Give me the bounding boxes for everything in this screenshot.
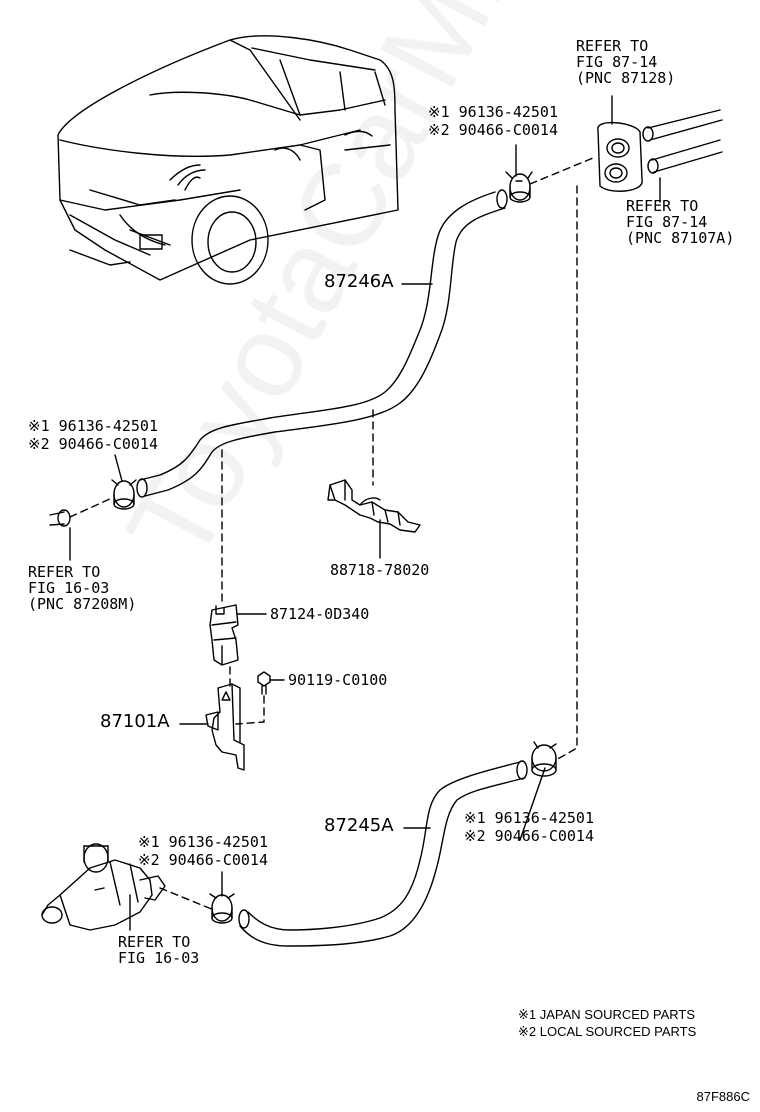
clamp-top-local-part[interactable]: ※2 90466-C0014 (428, 121, 558, 139)
part-87101a[interactable]: 87101A (100, 711, 170, 732)
refer-fig-87-14-pnc-87128[interactable]: REFER TO FIG 87-14 (PNC 87128) (576, 37, 676, 87)
part-87124-0d340[interactable]: 87124-0D340 (270, 605, 370, 623)
clamp-bracket-88718 (327, 479, 421, 533)
refer-fig-87-14-pnc-87107a[interactable]: REFER TO FIG 87-14 (PNC 87107A) (626, 197, 735, 247)
heater-pipes (642, 109, 723, 174)
bolt-90119 (257, 671, 271, 695)
clamp-bottom-local-part[interactable]: ※2 90466-C0014 (138, 851, 268, 869)
part-90119-c0100[interactable]: 90119-C0100 (288, 671, 388, 689)
figure-code: 87F886C (696, 1089, 750, 1104)
water-valve-assy (41, 843, 166, 931)
refer-fig-16-03[interactable]: REFER TO FIG 16-03 (118, 933, 200, 967)
clamp-top (505, 171, 533, 203)
clamp-left (111, 479, 137, 510)
note-japan-sourced: ※1 JAPAN SOURCED PARTS (518, 1007, 696, 1022)
note-local-sourced: ※2 LOCAL SOURCED PARTS (518, 1024, 697, 1039)
clamp-top-japan-part[interactable]: ※1 96136-42501 (428, 103, 558, 121)
hose-87246a (136, 189, 508, 498)
part-87245a[interactable]: 87245A (324, 815, 394, 836)
dashed-leaders (69, 157, 594, 911)
clamp-left-japan-part[interactable]: ※1 96136-42501 (28, 417, 158, 435)
left-pipe-end (49, 509, 71, 527)
clamp-left-local-part[interactable]: ※2 90466-C0014 (28, 435, 158, 453)
clamp-right-japan-part[interactable]: ※1 96136-42501 (464, 809, 594, 827)
bulkhead-grommet (597, 122, 643, 192)
leader-lines (69, 95, 661, 931)
refer-fig-16-03-pnc-87208m[interactable]: REFER TO FIG 16-03 (PNC 87208M) (28, 563, 137, 613)
clamp-bottom-japan-part[interactable]: ※1 96136-42501 (138, 833, 268, 851)
valve-87124 (209, 604, 239, 666)
car-illustration (57, 35, 399, 285)
hose-87245a (238, 760, 528, 947)
part-87246a[interactable]: 87246A (324, 271, 394, 292)
part-88718-78020[interactable]: 88718-78020 (330, 561, 430, 579)
clamp-right-local-part[interactable]: ※2 90466-C0014 (464, 827, 594, 845)
bracket-87101a (205, 683, 245, 771)
clamp-bottom (209, 893, 235, 924)
